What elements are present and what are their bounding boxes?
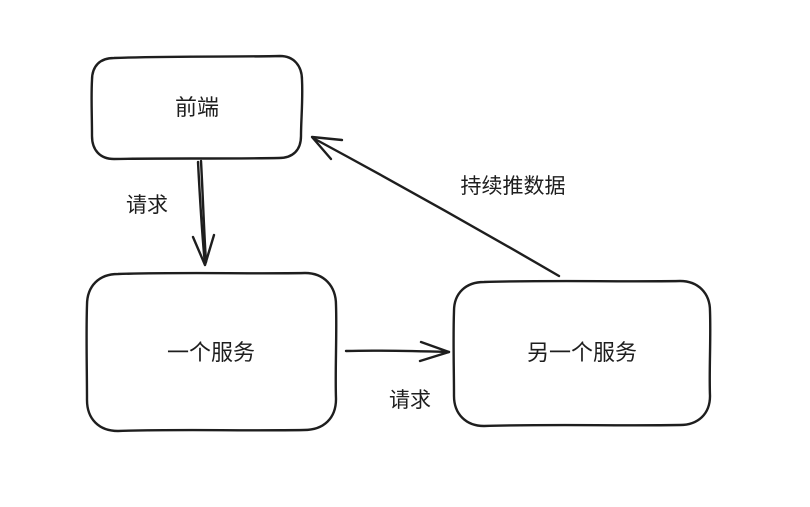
node-other-service[interactable]: 另一个服务 xyxy=(452,279,712,428)
edge-service-to-other[interactable]: 请求 xyxy=(344,340,451,412)
node-service[interactable]: 一个服务 xyxy=(85,271,338,433)
edge-service-to-other-line xyxy=(344,349,451,354)
edge-service-to-other-arrowhead xyxy=(418,340,451,363)
edge-other-to-frontend-label: 持续推数据 xyxy=(461,174,566,198)
node-other-service-label: 另一个服务 xyxy=(527,341,637,366)
node-frontend-border xyxy=(90,54,304,161)
edge-frontend-to-service-label: 请求 xyxy=(126,193,168,217)
edge-frontend-to-service-arrowhead xyxy=(191,233,216,267)
edge-other-to-frontend[interactable]: 持续推数据 xyxy=(310,135,566,278)
edge-frontend-to-service-line xyxy=(196,160,207,266)
edge-frontend-to-service-line-2 xyxy=(199,159,208,264)
node-other-service-border xyxy=(452,279,712,428)
node-service-border xyxy=(85,271,338,433)
node-service-label: 一个服务 xyxy=(167,341,255,366)
node-frontend-label: 前端 xyxy=(175,96,219,121)
edge-frontend-to-service[interactable]: 请求 xyxy=(126,159,216,267)
edge-service-to-other-label: 请求 xyxy=(389,388,431,412)
node-frontend[interactable]: 前端 xyxy=(90,54,304,161)
edge-other-to-frontend-line xyxy=(311,136,561,278)
edge-other-to-frontend-arrowhead xyxy=(310,135,344,161)
